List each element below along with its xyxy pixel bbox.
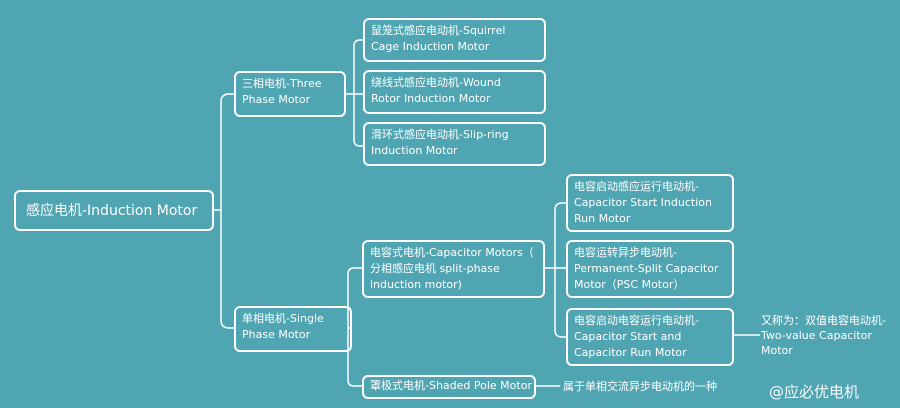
node-label-line2: Capacitor Start Induction (574, 196, 712, 209)
node-label-line1: 滑环式感应电动机-Slip-ring (371, 128, 509, 141)
node-label-line3: Capacitor Run Motor (574, 346, 687, 359)
node-label-line1: 电容式电机-Capacitor Motors（ (370, 246, 534, 259)
watermark: @应必优电机 (769, 381, 859, 402)
node-label-line3: Run Motor (574, 212, 631, 225)
node-label-line1: 电容启动感应运行电动机- (574, 180, 699, 193)
node-label-line1: 单相电机-Single (242, 312, 324, 325)
node-label-line3: induction motor) (370, 278, 462, 291)
node-label-line2: Phase Motor (242, 93, 311, 106)
node-slip-ring-motor: 滑环式感应电动机-Slip-ring Induction Motor (363, 122, 546, 166)
note-shaded-pole: 属于单相交流异步电动机的一种 (563, 379, 733, 394)
node-label-line2: Permanent-Split Capacitor (574, 262, 719, 275)
node-label-line1: 电容启动电容运行电动机- (574, 314, 699, 327)
note-two-value-capacitor: 又称为：双值电容电动机- Two-value Capacitor Motor (761, 313, 899, 358)
note-label: 属于单相交流异步电动机的一种 (563, 380, 717, 393)
node-three-phase-motor: 三相电机-Three Phase Motor (234, 71, 346, 117)
node-label-line2: Rotor Induction Motor (371, 92, 491, 105)
node-label-line1: 鼠笼式感应电动机-Squirrel (371, 24, 506, 37)
node-label-line2: Induction Motor (371, 144, 458, 157)
node-label-line2: Capacitor Start and (574, 330, 682, 343)
node-label-line2: Cage Induction Motor (371, 40, 490, 53)
root-node-induction-motor: 感应电机-Induction Motor (14, 190, 214, 231)
node-label-line2: Phase Motor (242, 328, 311, 341)
node-label-line2: 分相感应电机 split-phase (370, 262, 500, 275)
node-label-line1: 绕线式感应电动机-Wound (371, 76, 501, 89)
node-wound-rotor-motor: 绕线式感应电动机-Wound Rotor Induction Motor (363, 70, 546, 114)
node-label-line1: 三相电机-Three (242, 77, 322, 90)
node-label-line1: 电容运转异步电动机- (574, 246, 677, 259)
note-line2: Two-value Capacitor (761, 329, 872, 342)
node-permanent-split-capacitor: 电容运转异步电动机- Permanent-Split Capacitor Mot… (566, 240, 734, 298)
node-label-line3: Motor（PSC Motor） (574, 278, 685, 291)
note-line3: Motor (761, 344, 793, 357)
node-label: 罩极式电机-Shaded Pole Motor (370, 379, 532, 392)
note-line1: 又称为：双值电容电动机- (761, 314, 886, 327)
node-squirrel-cage-motor: 鼠笼式感应电动机-Squirrel Cage Induction Motor (363, 18, 546, 62)
node-capacitor-start-induction-run: 电容启动感应运行电动机- Capacitor Start Induction R… (566, 174, 734, 232)
node-capacitor-start-capacitor-run: 电容启动电容运行电动机- Capacitor Start and Capacit… (566, 308, 734, 366)
watermark-text: @应必优电机 (769, 383, 860, 401)
node-single-phase-motor: 单相电机-Single Phase Motor (234, 306, 352, 352)
root-node-label: 感应电机-Induction Motor (26, 203, 198, 219)
node-shaded-pole-motor: 罩极式电机-Shaded Pole Motor (362, 375, 536, 399)
node-capacitor-motors: 电容式电机-Capacitor Motors（ 分相感应电机 split-pha… (362, 240, 545, 298)
